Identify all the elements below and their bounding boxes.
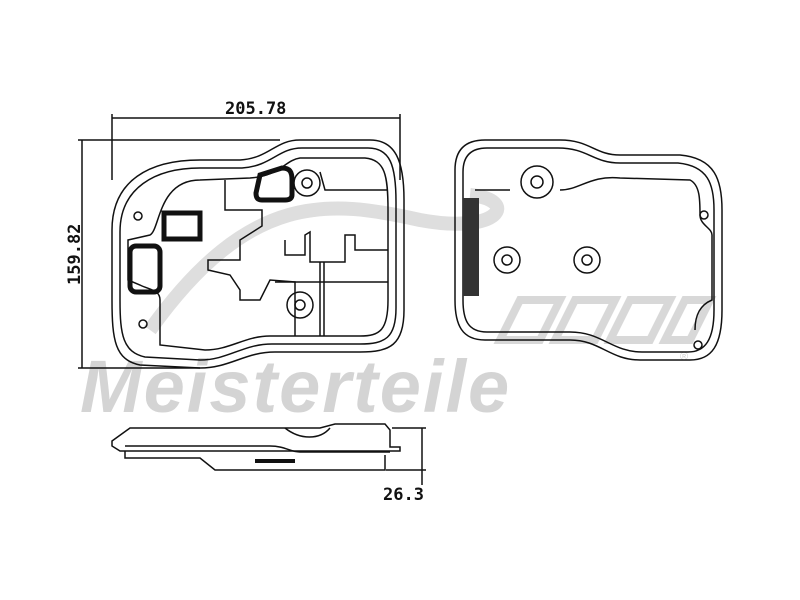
gasket-port-2	[161, 210, 203, 242]
filter-bottom-view	[454, 139, 723, 361]
filter-top-view	[111, 139, 405, 369]
bolt-hole	[138, 319, 148, 329]
watermark-stripes	[493, 296, 717, 344]
mounting-hole	[573, 246, 601, 274]
watermark-registered: ®	[680, 351, 688, 363]
mounting-hole	[493, 246, 521, 274]
side-detail	[255, 459, 295, 463]
height-dimension: 159.82	[65, 139, 280, 369]
mounting-hole	[286, 291, 314, 319]
gasket-port-3	[127, 243, 163, 295]
bolt-hole	[133, 211, 143, 221]
gasket-port-1	[253, 165, 295, 203]
thickness-label: 26.3	[383, 485, 424, 505]
bolt-hole	[693, 340, 703, 350]
connector-strip	[463, 198, 479, 296]
width-dimension: 205.78	[111, 99, 401, 180]
bolt-hole	[699, 210, 709, 220]
mounting-hole	[520, 165, 554, 199]
watermark-brand: Meisterteile	[80, 345, 511, 428]
watermark-swoosh	[144, 188, 505, 335]
filter-side-view: 26.3	[111, 423, 426, 505]
height-label: 159.82	[65, 224, 85, 285]
width-label: 205.78	[225, 99, 286, 119]
watermark: Meisterteile ®	[80, 188, 717, 428]
mounting-hole	[293, 169, 321, 197]
